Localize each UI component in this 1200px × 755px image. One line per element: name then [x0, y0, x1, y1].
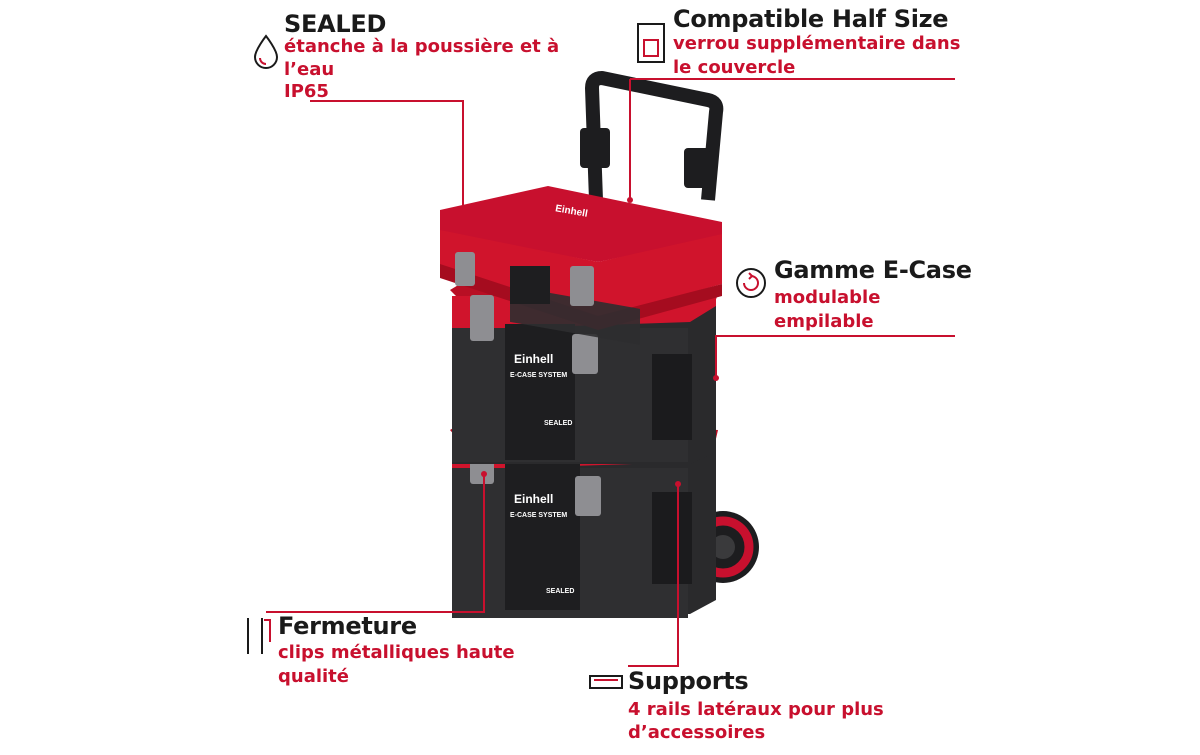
gamme-title: Gamme E-Case	[774, 256, 972, 284]
compatible-line-1: verrou supplémentaire dans	[673, 33, 961, 54]
fermeture-line-2: qualité	[278, 666, 349, 687]
rotate-arrow-icon	[734, 266, 768, 304]
system-label-middle: E-CASE SYSTEM	[510, 372, 568, 379]
compatible-title: Compatible Half Size	[673, 5, 949, 33]
sealed-label-middle: SEALED	[544, 420, 573, 427]
gamme-line-1: modulable	[774, 287, 881, 308]
half-size-box-icon	[636, 22, 666, 68]
leader-lines	[266, 78, 955, 667]
top-case	[440, 186, 722, 345]
brand-label-middle: Einhell	[514, 352, 554, 366]
supports-title: Supports	[628, 667, 749, 695]
trolley-handle	[580, 71, 724, 201]
fermeture-title: Fermeture	[278, 612, 417, 640]
fermeture-line-1: clips métalliques haute	[278, 642, 515, 663]
water-drop-icon	[252, 34, 280, 74]
sealed-label-bottom: SEALED	[546, 588, 575, 595]
sealed-title: SEALED	[284, 10, 387, 38]
latch-clip-icon	[244, 616, 274, 660]
sealed-line-1: étanche à la poussière et à	[284, 36, 560, 57]
sealed-line-2: l’eau	[284, 59, 335, 80]
compatible-line-2: le couvercle	[673, 57, 796, 78]
sealed-line-3: IP65	[284, 81, 329, 102]
brand-label-bottom: Einhell	[514, 492, 554, 506]
supports-line-1: 4 rails latéraux pour plus	[628, 699, 884, 720]
supports-line-2: d’accessoires	[628, 722, 766, 743]
rail-icon	[588, 672, 624, 696]
gamme-line-2: empilable	[774, 311, 874, 332]
system-label-bottom: E-CASE SYSTEM	[510, 512, 568, 519]
